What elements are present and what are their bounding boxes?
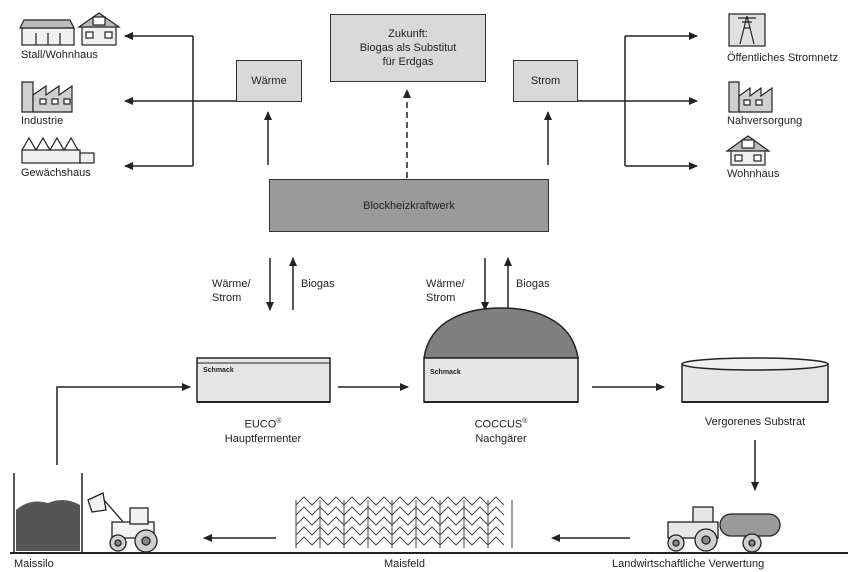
label-right-biogas: Biogas (516, 278, 550, 290)
exchange-arrows (266, 257, 512, 311)
local-supply-icon (728, 81, 773, 113)
heat-distribution-lines (124, 32, 236, 170)
power-distribution-lines (578, 32, 698, 170)
corn-field-icon (295, 496, 513, 548)
heat-box: Wärme (236, 60, 302, 102)
label-left-biogas: Biogas (301, 278, 335, 290)
process-arrows (56, 383, 759, 542)
main-tank-brand: Schmack (203, 367, 234, 374)
slurry-tractor-icon (667, 506, 781, 553)
label-residential: Wohnhaus (727, 168, 780, 180)
barn-house-icon (19, 12, 121, 46)
label-digestate: Vergorenes Substrat (704, 416, 806, 428)
loader-tractor-icon (87, 492, 158, 553)
label-silo: Maissilo (14, 558, 54, 570)
label-public-grid: Öffentliches Stromnetz (727, 52, 839, 64)
chp-output-arrows (264, 89, 552, 178)
factory-icon (21, 81, 73, 113)
digestate-storage-tank (681, 357, 829, 403)
residential-house-icon (725, 135, 771, 166)
post-tank-name: COCCUS (474, 418, 523, 431)
label-main-fermenter: EUCO® Hauptfermenter (213, 415, 313, 446)
post-tank-sub: Nachgärer (475, 432, 527, 445)
label-post-digester: COCCUS® Nachgärer (451, 415, 551, 446)
label-left-heat-power: Wärme/ Strom (212, 278, 251, 304)
label-greenhouse: Gewächshaus (21, 167, 91, 179)
label-field: Maisfeld (384, 558, 425, 570)
silo-icon (13, 473, 83, 554)
power-pylon-icon (728, 13, 766, 47)
label-right-heat-power: Wärme/ Strom (426, 278, 465, 304)
post-tank-reg: ® (522, 418, 528, 425)
main-tank-name: EUCO (244, 418, 277, 431)
main-fermenter-tank (196, 357, 331, 403)
power-box: Strom (513, 60, 578, 102)
greenhouse-icon (21, 136, 95, 164)
main-tank-reg: ® (276, 418, 282, 425)
label-local-supply: Nahversorgung (727, 115, 803, 127)
future-box: Zukunft: Biogas als Substitut für Erdgas (330, 14, 486, 82)
post-tank-brand: Schmack (430, 369, 461, 376)
label-industry: Industrie (21, 115, 64, 127)
main-tank-sub: Hauptfermenter (224, 432, 302, 445)
label-barn-house: Stall/Wohnhaus (21, 49, 98, 61)
chp-box: Blockheizkraftwerk (269, 179, 549, 232)
label-agri-use: Landwirtschaftliche Verwertung (612, 558, 765, 570)
post-digester-tank (423, 307, 579, 403)
